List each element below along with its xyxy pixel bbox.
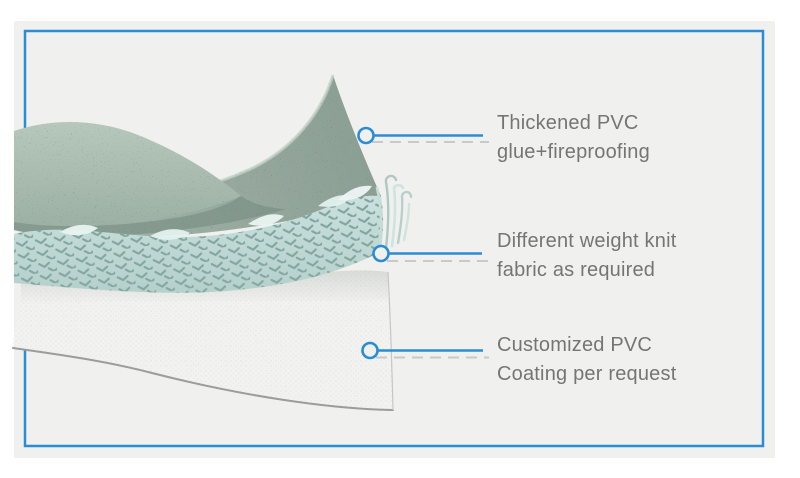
callout-marker-circle	[361, 341, 379, 360]
callout-knit-fabric	[372, 244, 489, 263]
label-line: Customized PVC	[497, 334, 653, 356]
label-line: Thickened PVC	[497, 112, 639, 134]
pvc-coating-bottom-edge	[12, 347, 394, 411]
knit-fabric-layer	[14, 185, 384, 293]
callout-marker-circle	[357, 126, 375, 145]
callout-pvc-coating	[361, 341, 489, 360]
callout-pvc-glue	[357, 126, 489, 145]
frayed-threads	[375, 174, 413, 252]
label-pvc-glue: Thickened PVC glue+fireproofing	[497, 109, 650, 167]
pvc-coating-texture	[13, 270, 393, 410]
pvc-coating-right-edge	[387, 271, 394, 411]
label-line: Coating per request	[497, 363, 677, 385]
label-line: glue+fireproofing	[497, 141, 650, 163]
label-pvc-coating: Customized PVC Coating per request	[497, 331, 676, 389]
label-knit-fabric: Different weight knit fabric as required	[497, 227, 676, 285]
callout-marker-circle	[372, 244, 390, 263]
label-line: fabric as required	[497, 259, 656, 281]
label-line: Different weight knit	[497, 230, 677, 252]
